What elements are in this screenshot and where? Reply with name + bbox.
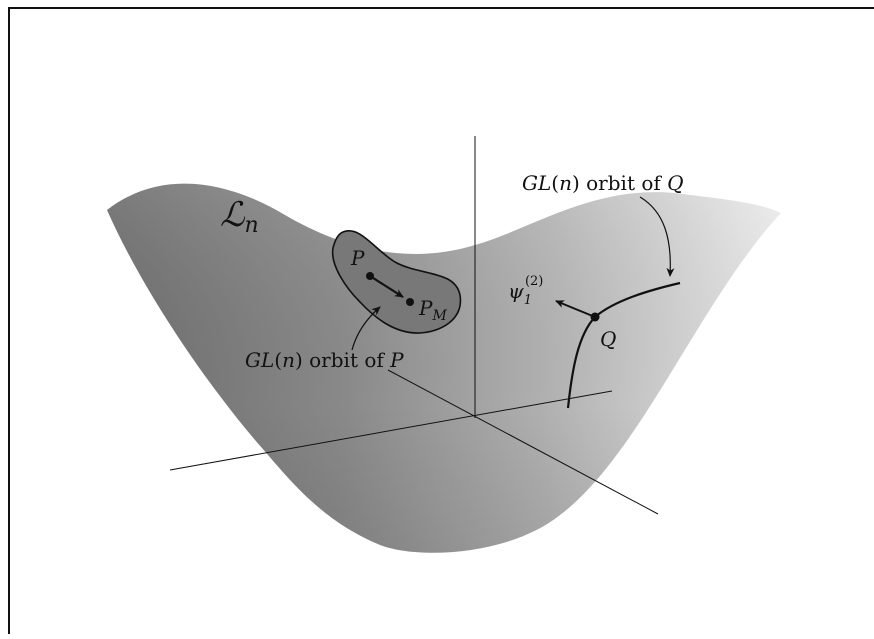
orbit-p-flow-arrow [369,275,404,298]
psi-vector-arrow [555,300,596,318]
orbit-p-caption: GL(n) orbit of P [245,348,404,372]
orbit-q-group: Q ψ1(2) GL(n) orbit of Q [508,171,684,409]
orbit-q-pointer [639,196,675,277]
point-p-label: P [350,246,365,270]
orbit-p-pointer [351,306,381,351]
depth-axis [387,369,659,515]
orbit-q-caption: GL(n) orbit of Q [522,171,684,195]
orbit-p-group: P PM GL(n) orbit of P [245,229,462,372]
point-q-dot [590,312,600,322]
psi-vector-label: ψ1(2) [508,274,543,308]
horizontal-axis [169,390,613,471]
manifold-shading [107,183,781,553]
frame-border [8,7,874,634]
coordinate-axes [169,136,659,515]
point-pm-dot [406,298,414,306]
point-q-label: Q [600,327,616,351]
orbit-p-region [331,229,462,334]
manifold-label: ℒn [220,195,259,238]
point-pm-label: PM [418,296,447,324]
point-p-dot [366,272,374,280]
